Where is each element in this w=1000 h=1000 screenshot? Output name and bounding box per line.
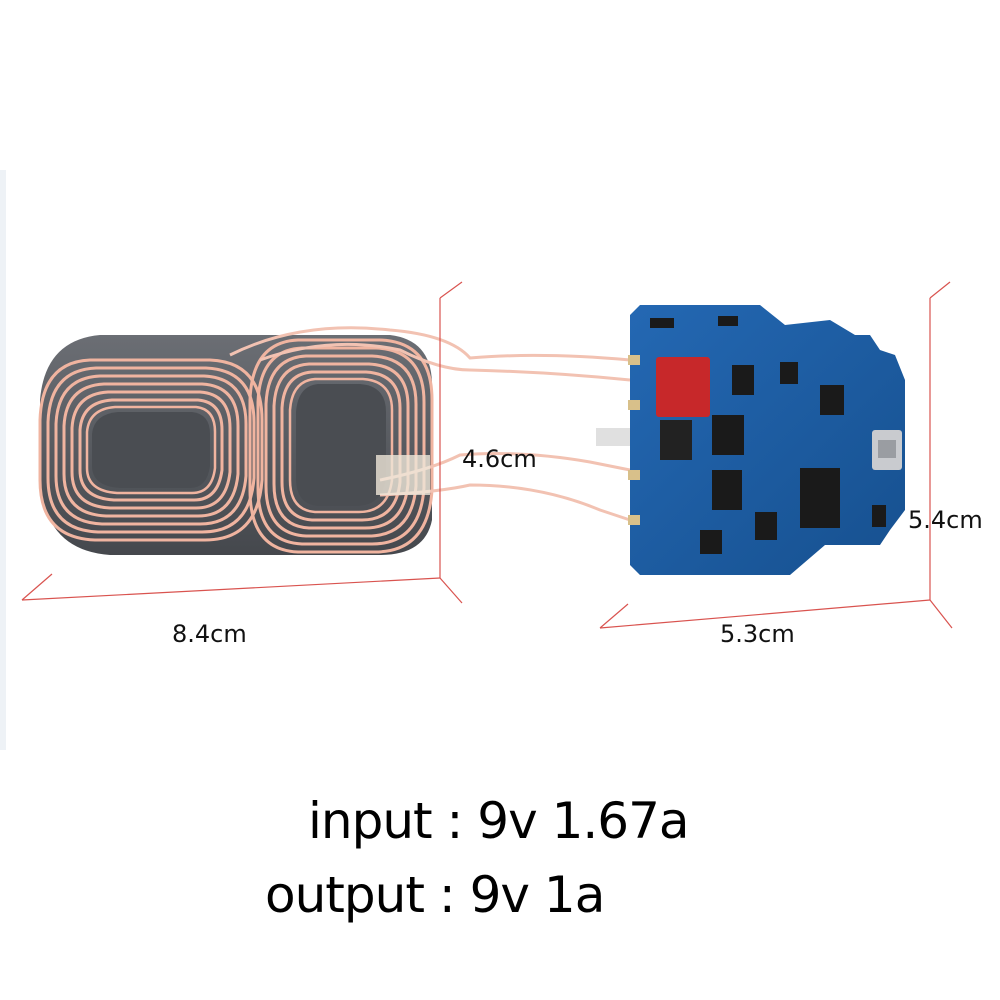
input-value: 9v 1.67a <box>477 792 689 850</box>
output-spec: output : 9v 1a <box>265 866 606 924</box>
dimension-lines <box>21 281 953 629</box>
coil-width-label: 8.4cm <box>172 620 247 648</box>
output-value: 9v 1a <box>469 866 606 924</box>
board-height-label: 5.4cm <box>908 506 983 534</box>
chip <box>712 470 742 510</box>
coil-height-label: 4.6cm <box>462 445 537 473</box>
input-separator: : <box>446 792 464 850</box>
left-coil <box>38 358 264 542</box>
led <box>596 428 630 446</box>
film-capacitor <box>656 357 710 417</box>
capacitor-bank <box>660 420 692 460</box>
right-coil-core <box>296 384 386 506</box>
output-label: output <box>265 866 425 924</box>
left-coil-core <box>92 412 210 488</box>
controller-chip <box>800 468 840 528</box>
right-coil <box>248 338 434 554</box>
input-label: input <box>308 792 433 850</box>
output-separator: : <box>438 866 456 924</box>
left-edge-shade <box>0 170 6 750</box>
input-spec: input : 9v 1.67a <box>308 792 690 850</box>
coil-tape <box>376 455 430 495</box>
board-width-label: 5.3cm <box>720 620 795 648</box>
pcb-board <box>596 305 905 575</box>
chip <box>712 415 744 455</box>
